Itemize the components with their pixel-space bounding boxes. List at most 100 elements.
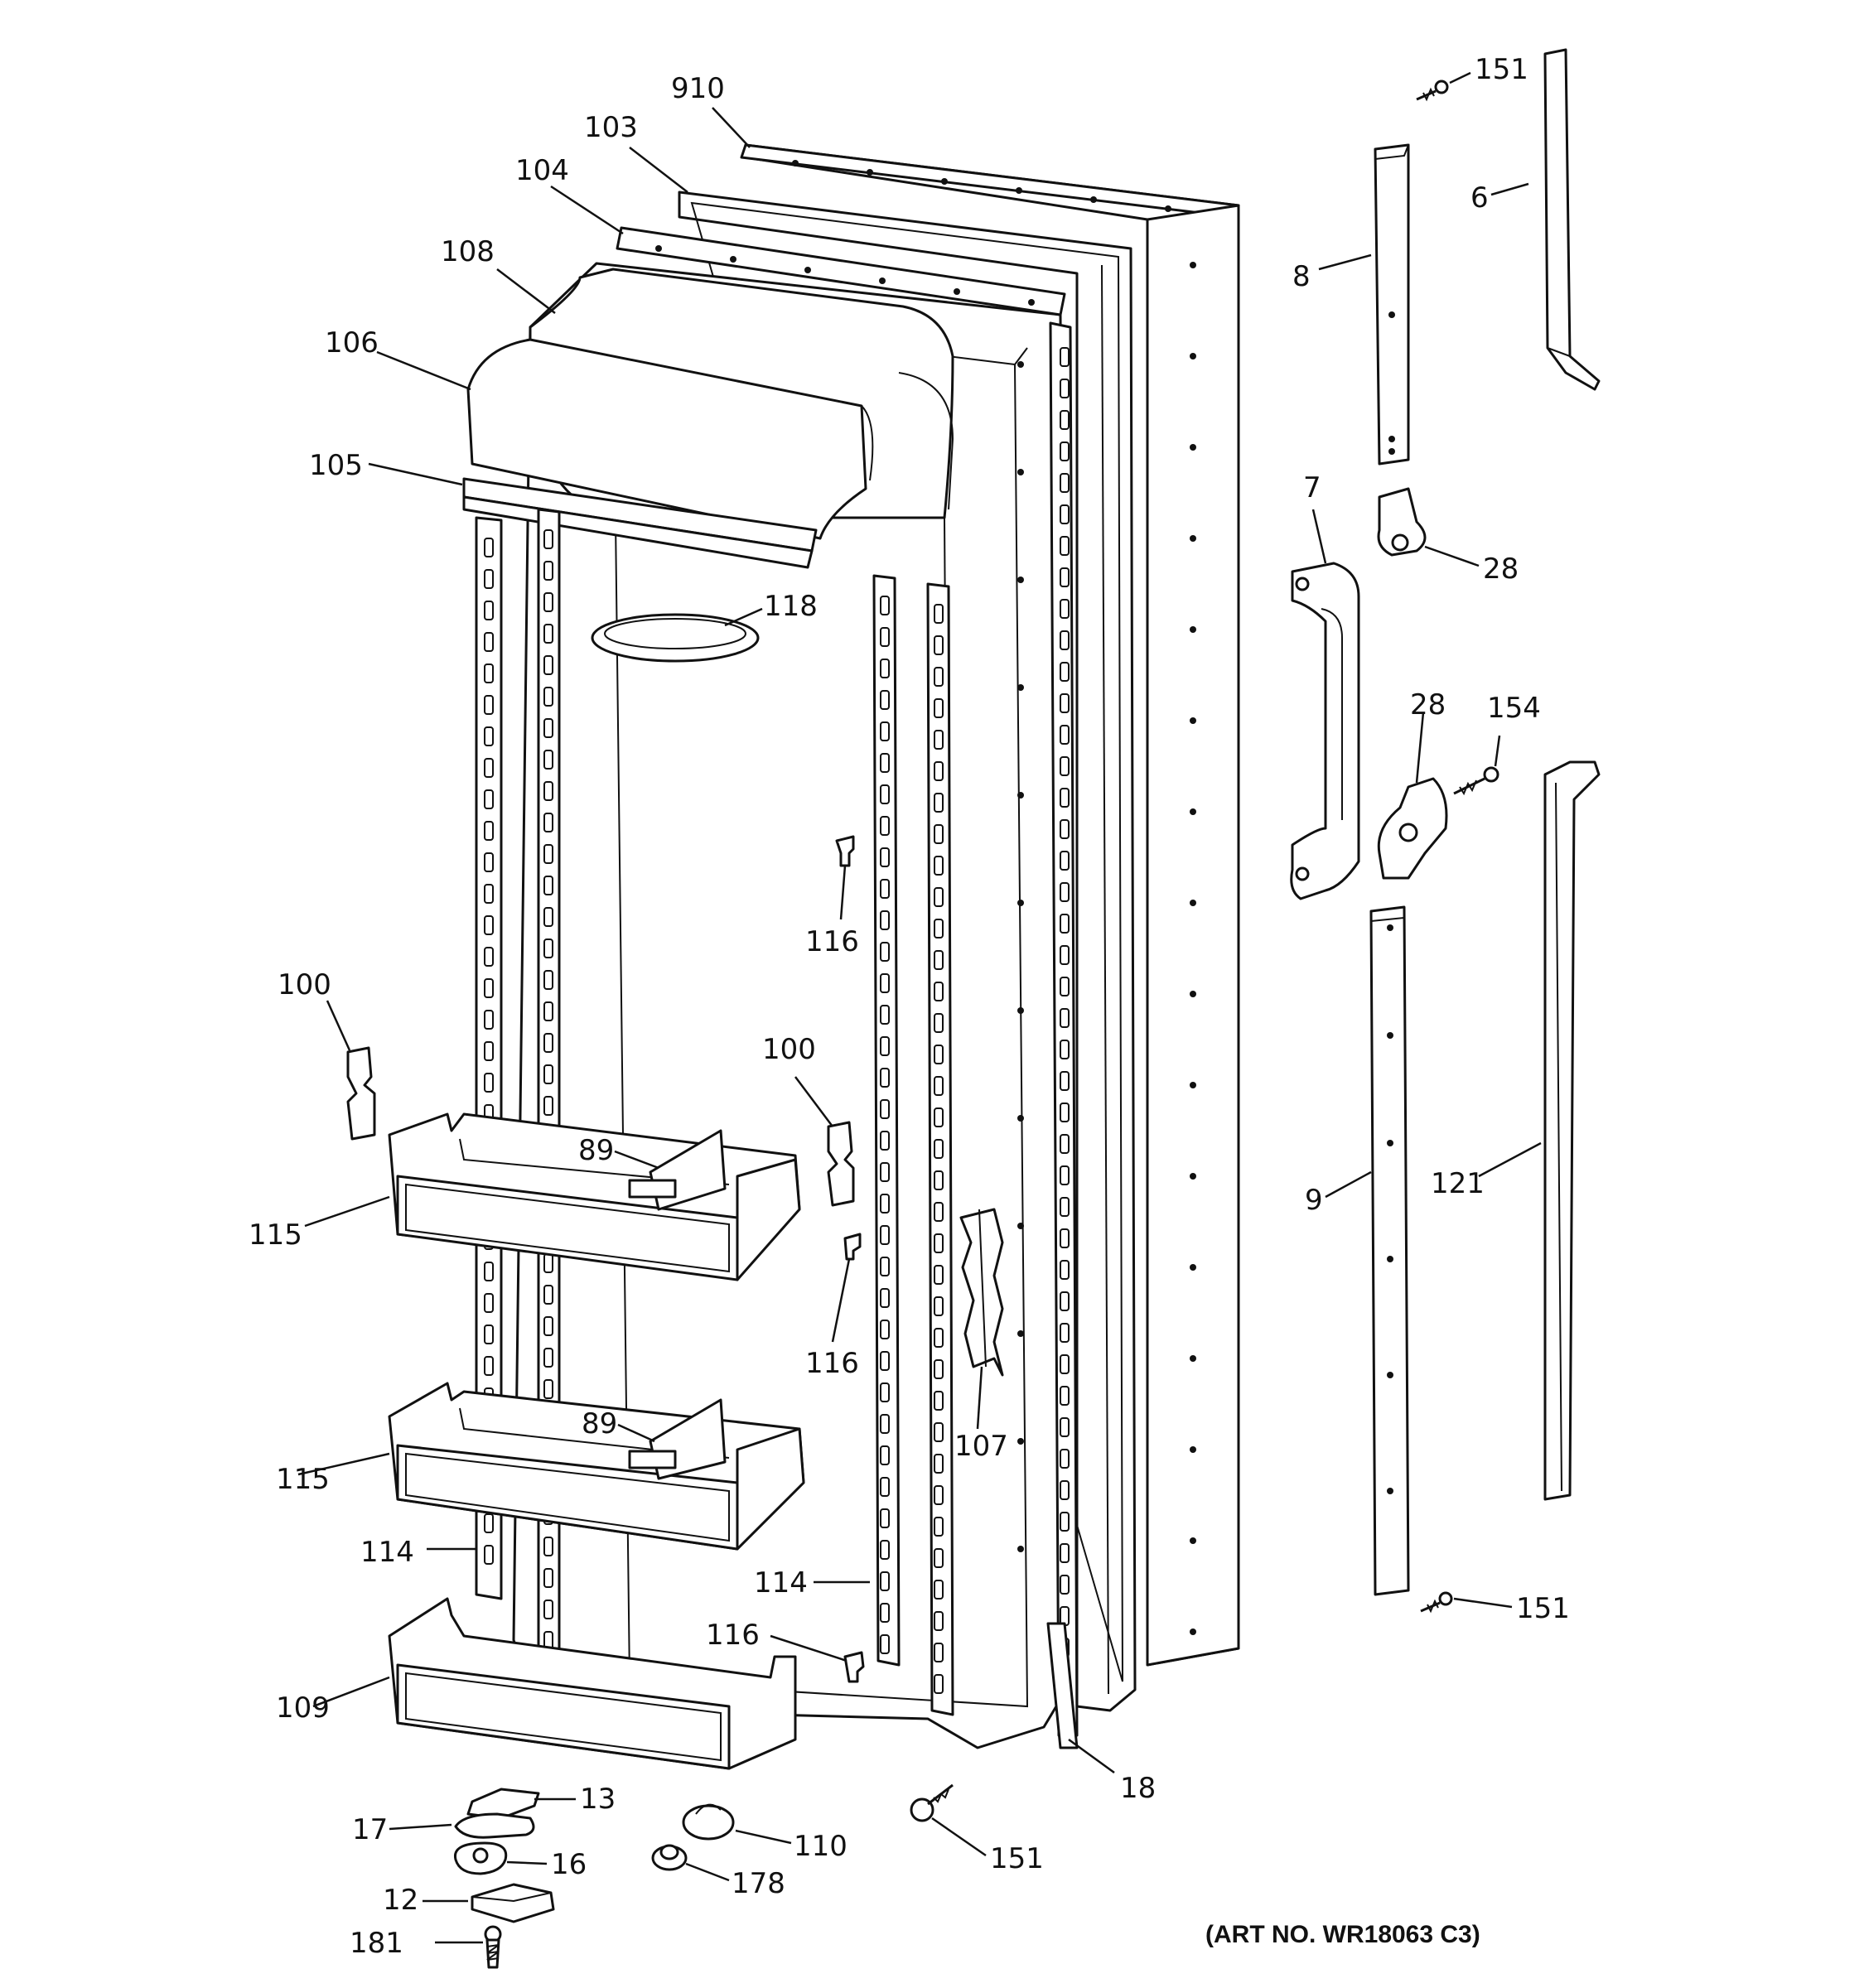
rail-slot — [543, 1316, 553, 1336]
rail-slot — [934, 1359, 944, 1379]
rail-slot — [1060, 1103, 1070, 1122]
liner-dimple — [1017, 1438, 1024, 1445]
rail-slot — [484, 852, 494, 872]
strip-hole — [655, 245, 662, 252]
panel-hole — [1190, 900, 1196, 906]
rail-slot — [1060, 1197, 1070, 1217]
rail-slot — [484, 726, 494, 746]
rail-slot — [1060, 882, 1070, 902]
rail-slot — [543, 876, 553, 895]
liner-dimple — [1017, 1330, 1024, 1337]
rail-slot — [543, 624, 553, 644]
rail-slot — [880, 1099, 890, 1119]
rail-slot — [880, 659, 890, 678]
bin-lower-115 — [388, 1382, 805, 1551]
callout-108: 108 — [441, 235, 495, 268]
panel-hole — [1016, 187, 1022, 194]
mount-9 — [1369, 905, 1410, 1596]
liner-dimple — [1017, 900, 1024, 906]
callout-104: 104 — [515, 154, 569, 187]
rail-slot — [934, 698, 944, 718]
rail-slot — [934, 1422, 944, 1442]
rail-slot — [484, 1010, 494, 1030]
rail-slot — [934, 1202, 944, 1222]
rail-slot — [880, 847, 890, 867]
callout-151-bottom: 151 — [990, 1842, 1044, 1875]
callout-151-right: 151 — [1516, 1592, 1570, 1625]
callout-13: 13 — [580, 1783, 616, 1816]
clip-100-left — [346, 1046, 376, 1141]
rail-slot — [1060, 1165, 1070, 1185]
liner-dimple — [1017, 577, 1024, 583]
rail-slot — [543, 655, 553, 675]
rail-slot — [880, 784, 890, 804]
rail-slot — [484, 947, 494, 967]
rail-slot — [1060, 1480, 1070, 1500]
callout-181: 181 — [350, 1927, 403, 1960]
rail-slot — [543, 1033, 553, 1053]
callout-89-upper: 89 — [578, 1134, 614, 1167]
panel-hole — [1090, 196, 1097, 203]
rail-slot — [543, 781, 553, 801]
rail-slot — [1060, 756, 1070, 776]
rail-slot — [543, 907, 553, 927]
panel-hole — [1165, 205, 1171, 212]
callout-107: 107 — [954, 1430, 1008, 1463]
rail-slot — [1060, 1386, 1070, 1406]
rail-slot — [484, 1041, 494, 1061]
part-110 — [682, 1803, 735, 1841]
rail-slot — [1060, 442, 1070, 461]
rail-slot — [934, 1045, 944, 1064]
leader-lines — [297, 71, 1542, 1944]
rail-slot — [1060, 567, 1070, 587]
rail-slot — [1060, 536, 1070, 556]
liner-dimple — [1017, 792, 1024, 799]
rail-slot — [484, 569, 494, 589]
part-16 — [453, 1841, 508, 1875]
panel-hole — [867, 169, 873, 176]
rail-slot — [484, 1073, 494, 1093]
screw-151-bottom — [910, 1783, 954, 1822]
rail-slot — [1060, 1512, 1070, 1532]
part-17 — [454, 1812, 535, 1839]
rail-slot — [1060, 1134, 1070, 1154]
rail-slot — [484, 1262, 494, 1281]
rail-slot — [934, 950, 944, 970]
rail-slot — [543, 1379, 553, 1399]
mount-hole — [1388, 311, 1395, 318]
rail-slot — [934, 604, 944, 624]
bin-upper-115 — [388, 1112, 801, 1281]
rail-slot — [880, 1571, 890, 1591]
rail-slot — [880, 1477, 890, 1497]
rail-slot — [1060, 1543, 1070, 1563]
rail-slot — [880, 1634, 890, 1654]
rail-slot — [543, 970, 553, 990]
callout-115-upper: 115 — [249, 1218, 302, 1252]
panel-hole — [1190, 626, 1196, 633]
callout-7: 7 — [1303, 471, 1321, 504]
callout-16: 16 — [551, 1848, 587, 1881]
rail-slot — [543, 939, 553, 958]
rail-slot — [880, 1005, 890, 1025]
rail-slot — [880, 1036, 890, 1056]
callout-106: 106 — [325, 326, 379, 359]
rail-slot — [934, 1296, 944, 1316]
rail-slot — [934, 667, 944, 687]
mount-hole — [1387, 1140, 1393, 1146]
callout-116-upper: 116 — [805, 925, 859, 958]
callout-8: 8 — [1292, 260, 1311, 293]
rail-slot — [880, 1445, 890, 1465]
handle-trim-121 — [1543, 760, 1601, 1501]
rail-slot — [880, 816, 890, 836]
callout-100-right: 100 — [762, 1033, 816, 1066]
callout-18: 18 — [1120, 1772, 1156, 1805]
rail-slot — [880, 1288, 890, 1308]
screw-181 — [484, 1925, 502, 1969]
rail-slot — [1060, 1417, 1070, 1437]
callout-89-lower: 89 — [582, 1407, 617, 1440]
callout-105: 105 — [309, 449, 363, 482]
panel-hole — [1190, 1173, 1196, 1180]
liner-dimple — [1017, 361, 1024, 368]
rail-slot — [934, 1076, 944, 1096]
callout-100-left: 100 — [278, 968, 331, 1001]
